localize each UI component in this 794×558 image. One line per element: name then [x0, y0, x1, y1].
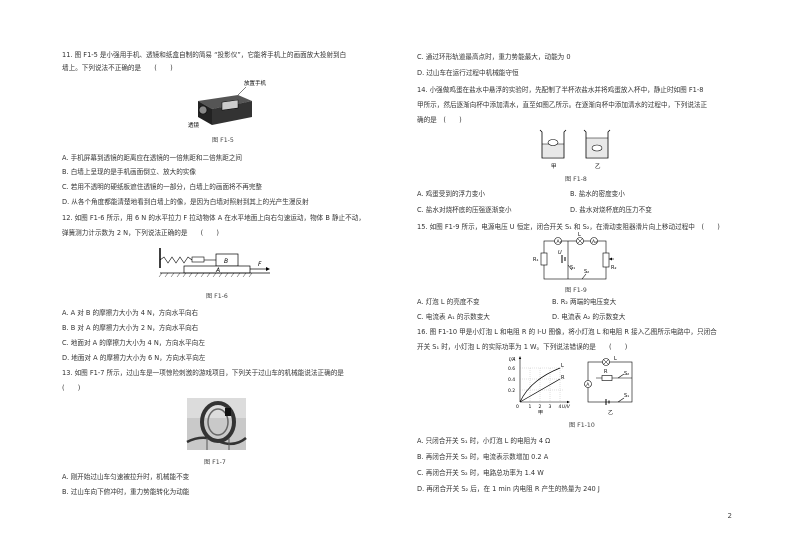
phone-label: 放置手机 [244, 79, 267, 87]
ytick-06: 0.6 [508, 366, 515, 372]
q13-option-c: C. 通过环形轨道最高点时，重力势能最大，动能为 0 [417, 53, 571, 61]
q14-stem-line1: 14. 小强做鸡蛋在盐水中悬浮的实验时，先配制了半杯浓盐水并将鸡蛋放入杯中，静止… [417, 86, 704, 94]
q13-stem-line2: ( ) [62, 384, 81, 392]
xtick-4: 4 [559, 404, 562, 410]
ammeter-a-label: A [586, 382, 590, 388]
q16-option-b: B. 再闭合开关 S₂ 时，电流表示数增加 0.2 A [417, 453, 549, 461]
q12-option-b: B. B 对 A 的摩擦力大小为 2 N，方向水平向右 [62, 324, 199, 332]
beaker-yi-label: 乙 [595, 163, 601, 170]
q11-option-a: A. 手机屏幕到透镜的距离应在透镜的一倍焦距和二倍焦距之间 [62, 154, 243, 162]
curve-r-label: R [561, 375, 565, 381]
lens-label: 透镜 [188, 121, 200, 129]
circuit-f1-9: R₁ A₁ L A₂ U S₁ R₂ S₂ [533, 232, 616, 280]
r1-label: R₁ [533, 257, 538, 263]
force-f-label: F [258, 261, 262, 268]
fig-f1-9-caption: 图 F1-9 [565, 287, 587, 294]
q12-option-c: C. 地面对 A 的摩擦力大小为 4 N，方向水平向左 [62, 339, 205, 347]
u-label: U [558, 250, 562, 256]
s2-label-2: S₂ [624, 371, 629, 377]
q13-stem-line1: 13. 如图 F1-7 所示，过山车是一项惊险刺激的游戏项目，下列关于过山车的机… [62, 369, 344, 377]
q13-option-a: A. 刚开始过山车匀速被拉升时，机械能不变 [62, 473, 190, 481]
q15-stem: 15. 如图 F1-9 所示，电源电压 U 恒定，闭合开关 S₁ 和 S₂，在滑… [417, 223, 720, 231]
ylabel-ia: I/A [509, 357, 516, 363]
fig-f1-8-caption: 图 F1-8 [565, 176, 587, 183]
q14-stem-line2: 甲所示，然后逐渐向杯中添加清水，直至如图乙所示。在逐渐向杯中添加清水的过程中，下… [417, 101, 708, 109]
resistor-r-label: R [604, 369, 608, 375]
q12-option-a: A. A 对 B 的摩擦力大小为 4 N，方向水平向右 [62, 309, 199, 317]
a1-label: A₁ [557, 239, 562, 245]
q15-option-c: C. 电流表 A₁ 的示数变大 [417, 313, 490, 321]
q16-stem-line2: 开关 S₁ 时，小灯泡 L 的实际功率为 1 W。下列说法错误的是 ( ) [417, 343, 628, 351]
q12-option-d: D. 地面对 A 的摩擦力大小为 6 N，方向水平向左 [62, 354, 206, 362]
s1-label: S₁ [570, 265, 575, 271]
q15-option-b: B. R₂ 两端的电压变大 [552, 298, 617, 306]
fig-f1-5-caption: 图 F1-5 [212, 137, 234, 144]
q13-option-d: D. 过山车在运行过程中机械能守恒 [417, 69, 519, 77]
circuit-yi-label: 乙 [608, 409, 613, 416]
q11-option-b: B. 白墙上呈现的是手机画面倒立、放大的实像 [62, 168, 196, 176]
fig-f1-10-caption: 图 F1-10 [569, 422, 595, 429]
q16-option-a: A. 只闭合开关 S₁ 时，小灯泡 L 的电阻为 4 Ω [417, 437, 551, 445]
q14-option-b: B. 盐水的密度变小 [570, 190, 625, 198]
q12-stem-line2: 弹簧测力计示数为 2 N，下列说法正确的是 ( ) [62, 229, 219, 237]
iu-graph: I/A 0.6 0.4 0.2 L R 0 1 2 3 4 U/V 甲 [508, 356, 571, 416]
lamp-l-label-2: L [614, 356, 617, 362]
xlabel-uv: U/V [562, 404, 571, 410]
r2-label: R₂ [611, 265, 616, 271]
curve-l-label: L [561, 363, 564, 369]
q14-stem-line3: 确的是 ( ) [417, 116, 462, 124]
spring-friction-figure: B A F [158, 248, 270, 278]
block-a-label: A [215, 267, 220, 274]
fig-f1-7-caption: 图 F1-7 [204, 459, 226, 466]
q14-option-a: A. 鸡蛋受到的浮力变小 [417, 190, 485, 198]
q11-option-c: C. 若用不透明的硬纸板遮住透镜的一部分，白墙上的画面将不再完整 [62, 183, 263, 191]
s2-label: S₂ [584, 269, 589, 275]
q11-stem-line2: 墙上。下列说法不正确的是 ( ) [62, 64, 173, 72]
q14-option-d: D. 盐水对烧杯底的压力不变 [570, 206, 652, 214]
fig-f1-6-caption: 图 F1-6 [206, 293, 228, 300]
page-number: 2 [727, 512, 732, 520]
graph-jia-label: 甲 [538, 410, 543, 416]
q14-option-c: C. 盐水对烧杯底的压强逐渐变小 [417, 206, 512, 214]
xtick-1: 1 [529, 404, 532, 410]
q13-option-b: B. 过山车向下俯冲时，重力势能转化为动能 [62, 488, 190, 496]
q11-stem-line1: 11. 图 F1-5 是小强用手机、透镜和纸盒自制的简易 “投影仪”，它能将手机… [62, 51, 347, 59]
roller-coaster-photo [186, 398, 247, 450]
xtick-2: 2 [539, 404, 542, 410]
q11-option-d: D. 从各个角度都能清楚地看到白墙上的像，是因为白墙对照射到其上的光产生漫反射 [62, 198, 309, 206]
block-b-label: B [224, 258, 228, 265]
xtick-3: 3 [549, 404, 552, 410]
q15-option-a: A. 灯泡 L 的亮度不变 [417, 298, 480, 306]
q15-option-d: D. 电流表 A₂ 的示数变大 [552, 313, 626, 321]
egg-beakers-figure: 甲 乙 [539, 129, 611, 170]
q12-stem-line1: 12. 如图 F1-6 所示，用 6 N 的水平拉力 F 拉动物体 A 在水平地… [62, 214, 365, 222]
lamp-l-label: L [578, 232, 581, 238]
ytick-02: 0.2 [508, 388, 515, 394]
a2-label: A₂ [592, 239, 597, 245]
s1-label-2: S₁ [624, 393, 629, 399]
q16-stem-line1: 16. 图 F1-10 甲是小灯泡 L 和电阻 R 的 I-U 图像，将小灯泡 … [417, 328, 717, 336]
xtick-0: 0 [516, 404, 519, 410]
beaker-jia-label: 甲 [551, 163, 557, 170]
ytick-04: 0.4 [508, 377, 515, 383]
q16-option-d: D. 再闭合开关 S₂ 后，在 1 min 内电阻 R 产生的热量为 240 J [417, 485, 600, 493]
q16-option-c: C. 再闭合开关 S₂ 时，电路总功率为 1.4 W [417, 469, 544, 477]
circuit-f1-10: L R S₂ A S₁ 乙 [584, 356, 633, 416]
projector-figure: 放置手机 透镜 [188, 79, 267, 129]
